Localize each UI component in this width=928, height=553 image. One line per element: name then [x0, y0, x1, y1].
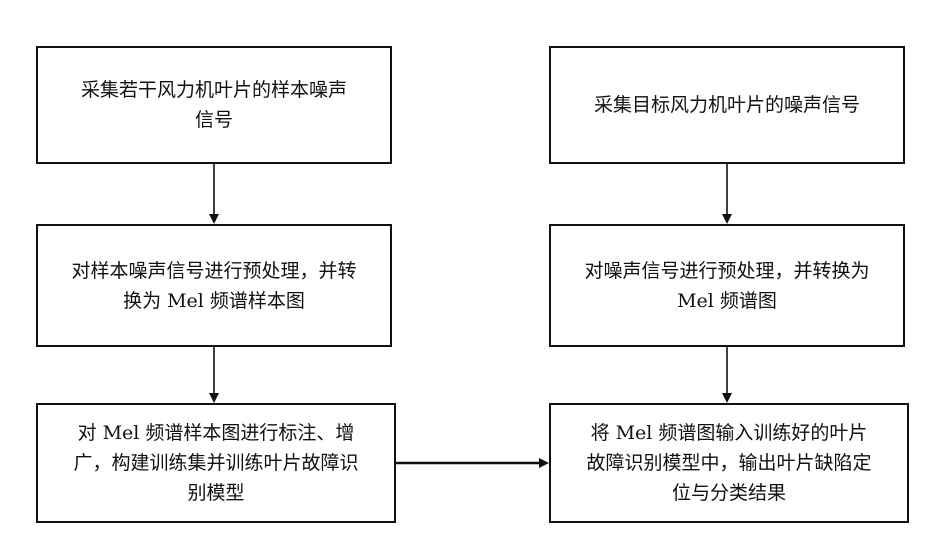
- arrowhead-icon: [722, 393, 732, 403]
- step-preprocess-sample: 对样本噪声信号进行预处理，并转 换为 Mel 频谱样本图: [36, 224, 392, 347]
- step-collect-target-noise-text: 采集目标风力机叶片的噪声信号: [586, 90, 868, 120]
- step-preprocess-sample-text: 对样本噪声信号进行预处理，并转 换为 Mel 频谱样本图: [63, 256, 364, 316]
- step-output-result: 将 Mel 频谱图输入训练好的叶片 故障识别模型中，输出叶片缺陷定 位与分类结果: [549, 403, 909, 523]
- step-train-model-text: 对 Mel 频谱样本图进行标注、增 广，构建训练集并训练叶片故障识 别模型: [65, 418, 366, 508]
- step-text-line: Mel 频谱图: [677, 290, 777, 312]
- step-text-line: 位与分类结果: [672, 482, 786, 504]
- step-text-line: 换为 Mel 频谱样本图: [123, 290, 305, 312]
- step-preprocess-target: 对噪声信号进行预处理，并转换为 Mel 频谱图: [549, 224, 905, 347]
- arrowhead-icon: [209, 214, 219, 224]
- step-text-line: 对 Mel 频谱样本图进行标注、增: [78, 422, 355, 444]
- step-text-line: 采集目标风力机叶片的噪声信号: [594, 94, 860, 116]
- step-text-line: 对样本噪声信号进行预处理，并转: [71, 260, 356, 282]
- step-collect-sample-noise-text: 采集若干风力机叶片的样本噪声 信号: [73, 75, 355, 135]
- step-collect-target-noise: 采集目标风力机叶片的噪声信号: [549, 46, 905, 164]
- step-text-line: 广，构建训练集并训练叶片故障识: [73, 452, 358, 474]
- step-output-result-text: 将 Mel 频谱图输入训练好的叶片 故障识别模型中，输出叶片缺陷定 位与分类结果: [578, 418, 879, 508]
- arrowhead-icon: [209, 393, 219, 403]
- step-train-model: 对 Mel 频谱样本图进行标注、增 广，构建训练集并训练叶片故障识 别模型: [36, 403, 396, 523]
- step-preprocess-target-text: 对噪声信号进行预处理，并转换为 Mel 频谱图: [576, 256, 877, 316]
- step-text-line: 将 Mel 频谱图输入训练好的叶片: [591, 422, 868, 444]
- step-text-line: 故障识别模型中，输出叶片缺陷定: [586, 452, 871, 474]
- step-text-line: 对噪声信号进行预处理，并转换为: [584, 260, 869, 282]
- step-text-line: 信号: [195, 109, 233, 131]
- step-text-line: 别模型: [187, 482, 244, 504]
- step-text-line: 采集若干风力机叶片的样本噪声: [81, 79, 347, 101]
- step-collect-sample-noise: 采集若干风力机叶片的样本噪声 信号: [36, 46, 392, 164]
- arrowhead-icon: [539, 458, 549, 468]
- arrowhead-icon: [722, 214, 732, 224]
